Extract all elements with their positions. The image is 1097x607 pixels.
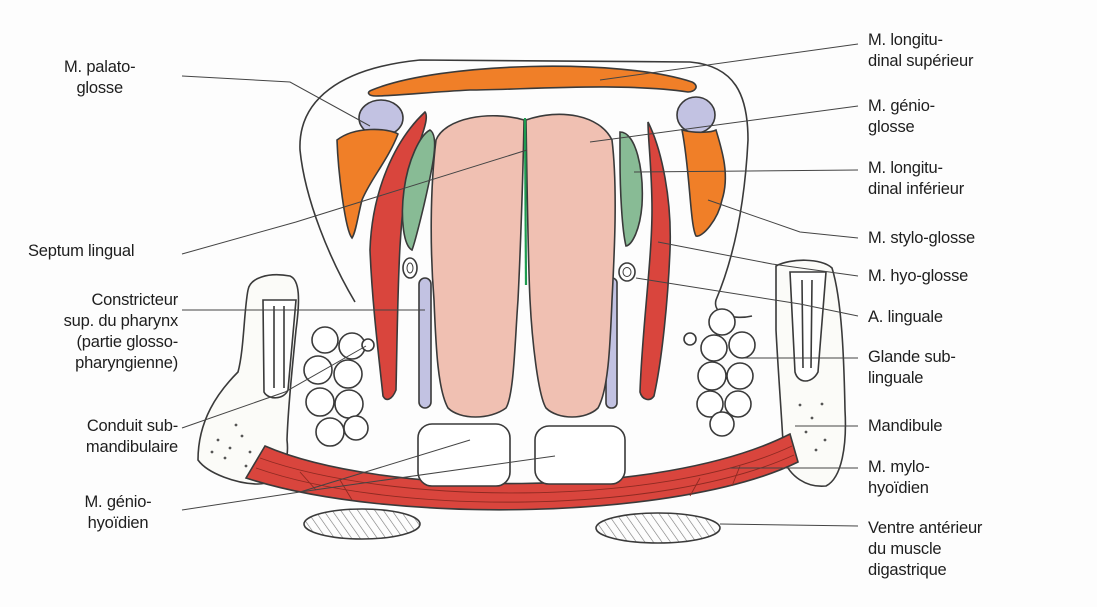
left-geniohyoid bbox=[418, 424, 510, 486]
right-genioglossus bbox=[526, 114, 615, 417]
label-longitudinal-sup: M. longitu-dinal supérieur bbox=[868, 30, 973, 72]
right-geniohyoid bbox=[535, 426, 625, 484]
left-digastric bbox=[304, 509, 420, 539]
right-digastric bbox=[596, 513, 720, 543]
left-constrictor bbox=[419, 278, 431, 408]
right-submandibular-duct bbox=[684, 333, 696, 345]
left-lingual-artery bbox=[403, 258, 417, 278]
label-styloglosse: M. stylo-glosse bbox=[868, 228, 975, 249]
left-genioglossus bbox=[431, 116, 524, 417]
label-genioglosse: M. génio-glosse bbox=[868, 96, 935, 138]
label-mandibule: Mandibule bbox=[868, 416, 942, 437]
label-mylohyoidien: M. mylo-hyoïdien bbox=[868, 457, 930, 499]
lingual-septum bbox=[525, 118, 526, 285]
label-artere-linguale: A. linguale bbox=[868, 307, 943, 328]
label-septum-lingual: Septum lingual bbox=[28, 241, 134, 262]
label-longitudinal-inf: M. longitu-dinal inférieur bbox=[868, 158, 964, 200]
label-geniohyoidien: M. génio-hyoïdien bbox=[66, 492, 170, 534]
left-submandibular-duct bbox=[362, 339, 374, 351]
label-conduit: Conduit sub-mandibulaire bbox=[30, 416, 178, 458]
left-sublingual-gland bbox=[304, 327, 368, 446]
right-hyoglossus bbox=[640, 122, 670, 399]
label-palatoglosse: M. palato-glosse bbox=[64, 57, 135, 99]
right-lingual-artery bbox=[619, 263, 635, 281]
label-glande: Glande sub-linguale bbox=[868, 347, 956, 389]
right-styloglossus bbox=[682, 130, 725, 236]
right-sublingual-gland bbox=[697, 309, 755, 436]
superior-longitudinal-muscle bbox=[369, 66, 697, 96]
right-inferior-longitudinal bbox=[620, 132, 642, 246]
label-hyoglosse: M. hyo-glosse bbox=[868, 266, 968, 287]
